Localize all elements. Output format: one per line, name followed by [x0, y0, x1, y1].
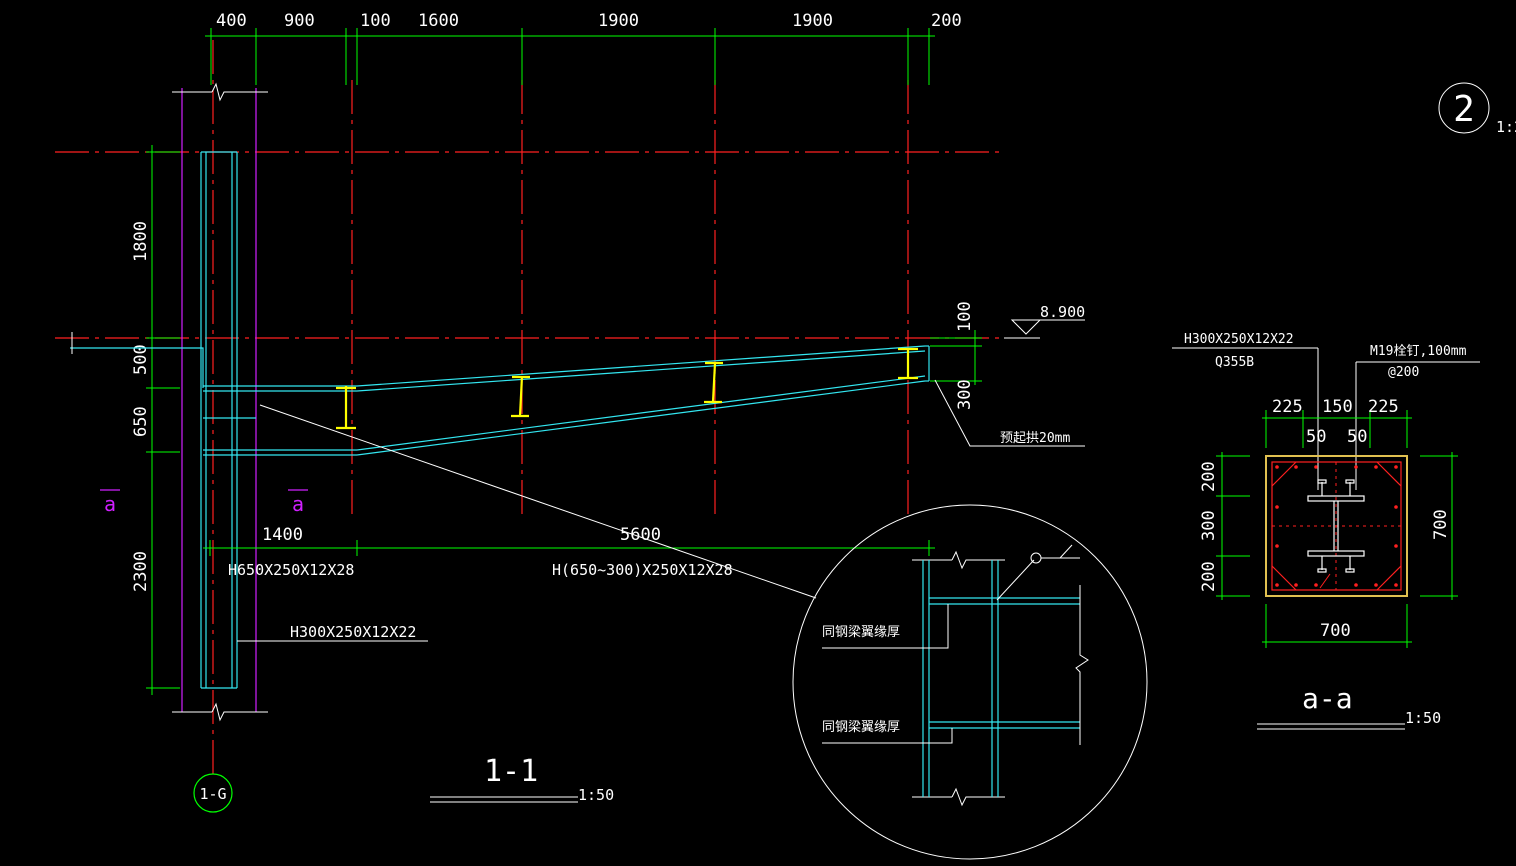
beam-stiffeners [336, 347, 918, 430]
left-dim-4: 2300 [131, 551, 151, 592]
section-aa-top-dims: 225 150 225 50 50 [1262, 397, 1412, 448]
aa-top-dim-2: 150 [1322, 397, 1353, 417]
camber-note: 预起拱20mm [1000, 431, 1070, 446]
aa-left-dim-2: 300 [1199, 510, 1219, 541]
top-dim-3: 100 [360, 11, 391, 31]
index-number: 2 [1453, 89, 1475, 130]
section-aa-bottom-dim: 700 [1262, 604, 1412, 648]
detail-note-1: 同钢梁翼缘厚 [822, 625, 900, 640]
aa-top-dim-3: 225 [1368, 397, 1399, 417]
section-aa-left-dims: 200 300 200 [1199, 452, 1250, 600]
left-dimension-chain: 1800 500 650 2300 [131, 145, 180, 695]
top-dim-5: 1900 [598, 11, 639, 31]
axis-bubble: 1-G [193, 773, 233, 813]
scale-11: 1:50 [578, 786, 614, 804]
beam-left-label: H650X250X12X28 [228, 561, 354, 579]
top-dim-7: 200 [931, 11, 962, 31]
column-label-group: H300X250X12X22 [237, 623, 428, 642]
aa-title: a-a [1302, 682, 1353, 715]
aa-steel-grade: Q355B [1215, 355, 1254, 370]
right-dim-1: 100 [955, 301, 975, 332]
aa-top-dim-1: 225 [1272, 397, 1303, 417]
aa-right-dim: 700 [1431, 509, 1451, 540]
section-aa-labels: H300X250X12X22 Q355B M19栓钉,100mm @200 [1172, 332, 1480, 490]
index-bubble: 2 1:2 [1438, 82, 1516, 136]
left-dim-2: 500 [131, 344, 151, 375]
top-dimension-chain: 400 900 100 1600 1900 1900 200 [205, 11, 962, 85]
section-title-11: 1-1 1:50 [430, 754, 614, 804]
beam-taper-label: H(650~300)X250X12X28 [552, 561, 733, 579]
top-dim-4: 1600 [418, 11, 459, 31]
steel-column[interactable] [70, 82, 268, 722]
aa-stud-spacing: @200 [1388, 365, 1419, 380]
section-aa-right-dim: 700 [1420, 452, 1458, 600]
elevation-mark: 8.900 [1004, 303, 1085, 339]
tapered-steel-beam[interactable] [203, 345, 930, 456]
aa-bottom-dim: 700 [1320, 621, 1351, 641]
elevation-value: 8.900 [1040, 303, 1085, 321]
span-dim-2: 5600 [620, 525, 661, 545]
right-dim-2: 300 [955, 379, 975, 410]
detail-leader [259, 404, 817, 599]
axis-bubble-label: 1-G [199, 785, 226, 803]
top-dim-6: 1900 [792, 11, 833, 31]
aa-small-dim-1: 50 [1306, 427, 1326, 447]
section-aa-title: a-a 1:50 [1257, 682, 1441, 730]
aa-left-dim-3: 200 [1199, 561, 1219, 592]
aa-steel-label: H300X250X12X22 [1184, 332, 1294, 347]
left-dim-1: 1800 [131, 221, 151, 262]
detail-callout: 同钢梁翼缘厚 同钢梁翼缘厚 [792, 504, 1148, 860]
detail-note-2: 同钢梁翼缘厚 [822, 720, 900, 735]
column-label: H300X250X12X22 [290, 623, 416, 641]
left-dim-3: 650 [131, 406, 151, 437]
title-11: 1-1 [484, 754, 538, 789]
top-dim-1: 400 [216, 11, 247, 31]
index-scale: 1:2 [1496, 118, 1516, 136]
section-cut-left: a [104, 492, 116, 516]
top-dim-2: 900 [284, 11, 315, 31]
section-aa-body [1265, 455, 1408, 597]
aa-stud-label: M19栓钉,100mm [1370, 344, 1467, 359]
span-dim-1: 1400 [262, 525, 303, 545]
right-dimensions: 100 300 [930, 301, 982, 410]
section-cut-marks: a a [100, 489, 308, 516]
span-dimensions: 1400 5600 [203, 525, 935, 556]
aa-scale: 1:50 [1405, 709, 1441, 727]
axis-lines [55, 40, 1005, 775]
camber-leader: 预起拱20mm [934, 379, 1085, 447]
section-cut-right: a [292, 492, 304, 516]
aa-small-dim-2: 50 [1347, 427, 1367, 447]
aa-left-dim-1: 200 [1199, 461, 1219, 492]
